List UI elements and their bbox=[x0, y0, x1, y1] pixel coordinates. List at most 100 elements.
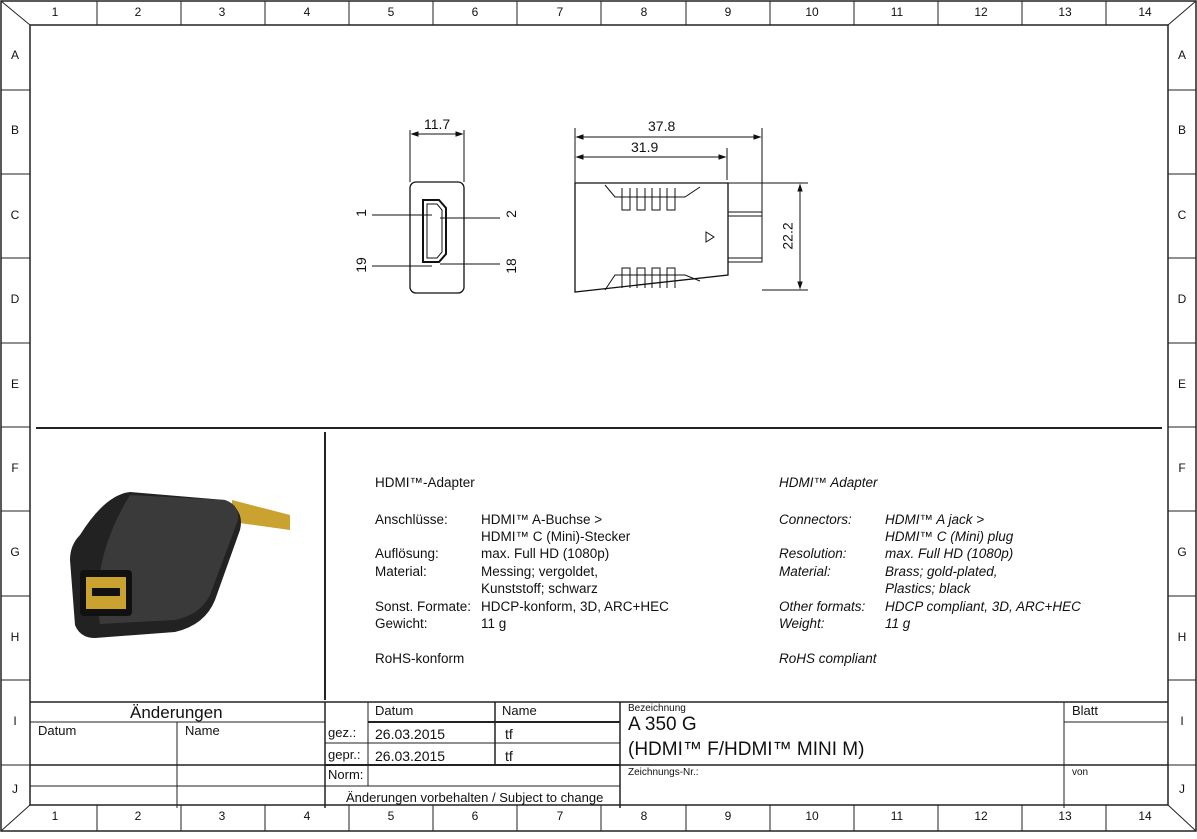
row-label: E bbox=[10, 377, 19, 391]
row-label: A bbox=[1177, 48, 1186, 62]
dim-total-length: 37.8 bbox=[648, 118, 676, 134]
row-label: E bbox=[1177, 377, 1186, 391]
spec-en-footer: RoHS compliant bbox=[779, 651, 877, 666]
spec-label: Other formats: bbox=[779, 599, 866, 614]
changes-name-header: Name bbox=[185, 723, 220, 738]
spec-value: Brass; gold-plated, bbox=[885, 564, 998, 579]
spec-label: Sonst. Formate: bbox=[375, 599, 472, 614]
checked-name: tf bbox=[505, 748, 513, 764]
spec-label: Resolution: bbox=[779, 546, 847, 561]
pin-19-label: 19 bbox=[352, 257, 369, 273]
column-label: 1 bbox=[51, 809, 59, 823]
spec-de-footer: RoHS-konform bbox=[375, 651, 465, 666]
column-label: 8 bbox=[640, 809, 648, 823]
column-label: 11 bbox=[890, 5, 904, 19]
column-label: 2 bbox=[134, 809, 142, 823]
row-label: D bbox=[10, 292, 20, 306]
spec-label: Connectors: bbox=[779, 512, 852, 527]
spec-value: HDMI™ A-Buchse > bbox=[481, 512, 603, 527]
column-label: 7 bbox=[556, 809, 564, 823]
row-label: I bbox=[13, 714, 17, 728]
column-label: 4 bbox=[303, 5, 311, 19]
column-label: 6 bbox=[471, 809, 479, 823]
column-label: 8 bbox=[640, 5, 648, 19]
row-label: C bbox=[1177, 208, 1187, 222]
column-label: 4 bbox=[303, 809, 311, 823]
row-label: G bbox=[1177, 545, 1187, 559]
column-label: 13 bbox=[1058, 5, 1072, 19]
spec-value: HDCP-konform, 3D, ARC+HEC bbox=[481, 599, 669, 614]
changes-heading: Änderungen bbox=[130, 703, 223, 722]
row-label: F bbox=[11, 461, 19, 475]
product-photo bbox=[70, 492, 290, 638]
designation-label: Bezeichnung bbox=[628, 703, 686, 714]
spec-value: HDMI™ A jack > bbox=[885, 512, 985, 527]
row-label: A bbox=[10, 48, 19, 62]
spec-label: Material: bbox=[779, 564, 831, 579]
spec-value: 11 g bbox=[481, 616, 507, 631]
front-view bbox=[372, 130, 500, 294]
name-header: Name bbox=[502, 703, 537, 718]
spec-value: max. Full HD (1080p) bbox=[885, 546, 1014, 561]
drawn-name: tf bbox=[505, 726, 513, 742]
column-label: 2 bbox=[134, 5, 142, 19]
column-label: 6 bbox=[471, 5, 479, 19]
dim-width: 11.7 bbox=[424, 116, 451, 132]
row-label: H bbox=[10, 630, 20, 644]
sheet-label: Blatt bbox=[1072, 703, 1099, 718]
column-label: 7 bbox=[556, 5, 564, 19]
of-label: von bbox=[1072, 767, 1089, 778]
row-label: J bbox=[1179, 782, 1185, 796]
spec-value: Messing; vergoldet, bbox=[481, 564, 599, 579]
datum-header: Datum bbox=[375, 703, 414, 718]
drawn-label: gez.: bbox=[328, 725, 357, 740]
column-label: 10 bbox=[805, 809, 819, 823]
disclaimer: Änderungen vorbehalten / Subject to chan… bbox=[346, 790, 604, 805]
row-label: D bbox=[1177, 292, 1187, 306]
spec-value: HDMI™ C (Mini)-Stecker bbox=[481, 529, 631, 544]
spec-value: HDMI™ C (Mini) plug bbox=[885, 529, 1014, 544]
pin-18-label: 18 bbox=[502, 258, 519, 274]
pin-2-label: 2 bbox=[502, 210, 519, 218]
designation-line1: A 350 G bbox=[628, 714, 697, 735]
row-label: I bbox=[1180, 714, 1184, 728]
column-label: 5 bbox=[387, 5, 395, 19]
column-label: 12 bbox=[974, 809, 988, 823]
row-label: C bbox=[10, 208, 20, 222]
pin-1-label: 1 bbox=[352, 209, 369, 217]
column-label: 14 bbox=[1138, 5, 1152, 19]
column-label: 14 bbox=[1138, 809, 1152, 823]
side-view bbox=[574, 128, 808, 293]
column-label: 12 bbox=[974, 5, 988, 19]
column-label: 9 bbox=[724, 809, 732, 823]
spec-value: Kunststoff; schwarz bbox=[481, 581, 598, 596]
row-label: G bbox=[10, 545, 20, 559]
spec-label: Weight: bbox=[779, 616, 825, 631]
spec-label: Anschlüsse: bbox=[375, 512, 448, 527]
changes-datum-header: Datum bbox=[38, 723, 77, 738]
norm-label: Norm: bbox=[328, 767, 364, 782]
row-label: F bbox=[1178, 461, 1186, 475]
drawn-date: 26.03.2015 bbox=[375, 726, 446, 742]
dim-height: 22.2 bbox=[779, 222, 796, 250]
column-label: 13 bbox=[1058, 809, 1072, 823]
spec-label: Material: bbox=[375, 564, 427, 579]
spec-value: HDCP compliant, 3D, ARC+HEC bbox=[885, 599, 1081, 614]
drawing-number-label: Zeichnungs-Nr.: bbox=[628, 767, 699, 778]
column-label: 3 bbox=[218, 809, 226, 823]
spec-label: Gewicht: bbox=[375, 616, 428, 631]
dim-body-length: 31.9 bbox=[631, 139, 659, 155]
spec-value: 11 g bbox=[885, 616, 911, 631]
spec-de-title: HDMI™-Adapter bbox=[375, 475, 475, 490]
column-label: 11 bbox=[890, 809, 904, 823]
row-label: H bbox=[1177, 630, 1187, 644]
checked-date: 26.03.2015 bbox=[375, 748, 446, 764]
spec-value: Plastics; black bbox=[885, 581, 971, 596]
row-label: B bbox=[1177, 123, 1186, 137]
column-label: 1 bbox=[51, 5, 59, 19]
row-label: J bbox=[12, 782, 18, 796]
checked-label: gepr.: bbox=[328, 747, 361, 762]
column-label: 9 bbox=[724, 5, 732, 19]
spec-label: Auflösung: bbox=[375, 546, 439, 561]
